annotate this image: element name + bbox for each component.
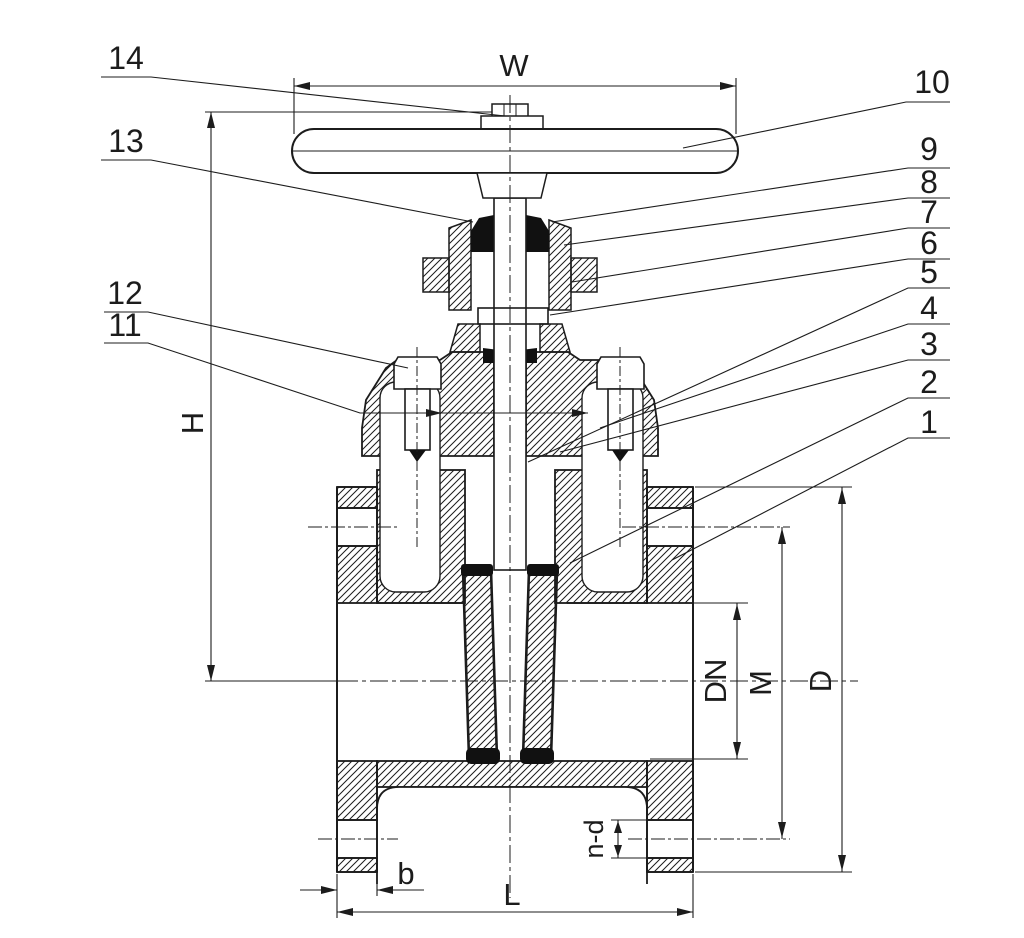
part-label-1: 1 xyxy=(920,404,938,440)
bottom-skirt-cavity xyxy=(376,786,648,884)
valve-body-group xyxy=(291,103,739,884)
gland-flange xyxy=(477,307,549,325)
leader-6 xyxy=(549,258,950,316)
part-label-11: 11 xyxy=(108,307,141,343)
leader-12 xyxy=(104,311,409,369)
seat-cap-top-left xyxy=(461,564,493,576)
leader-9 xyxy=(551,167,950,223)
right-flange-mid xyxy=(646,545,694,604)
dim-label-h: H xyxy=(175,412,210,434)
leader-8 xyxy=(563,197,950,246)
dim-label-d: D xyxy=(803,670,838,692)
part-label-2: 2 xyxy=(920,364,938,400)
left-flange-mid xyxy=(336,545,378,604)
leader-7 xyxy=(571,227,950,283)
part-label-8: 8 xyxy=(920,164,938,200)
leader-13 xyxy=(101,159,474,223)
dim-label-l: L xyxy=(503,877,520,912)
seat-cap-top-right xyxy=(527,564,559,576)
leader-11 xyxy=(104,342,588,414)
bonnet-neck-right xyxy=(539,323,571,353)
leader-4 xyxy=(599,323,950,429)
right-flange-bottom xyxy=(646,857,694,873)
part-label-9: 9 xyxy=(920,131,938,167)
packing-left xyxy=(471,215,494,252)
leader-5 xyxy=(527,287,950,463)
gland-left-column xyxy=(448,218,472,311)
leader-1 xyxy=(671,437,950,561)
dim-label-nd: n-d xyxy=(579,819,609,858)
right-flange-top xyxy=(646,486,694,509)
left-flange-bottom xyxy=(336,857,378,873)
body-bottom-wall xyxy=(376,760,648,788)
leaders-group xyxy=(101,76,950,564)
part-label-14: 14 xyxy=(108,40,144,76)
part-label-3: 3 xyxy=(920,326,938,362)
seat-cap-bottom-right xyxy=(520,748,554,764)
part-label-6: 6 xyxy=(920,225,938,261)
part-label-12: 12 xyxy=(107,275,143,311)
part-label-5: 5 xyxy=(920,254,938,290)
packing-right xyxy=(526,215,549,252)
seat-cap-bottom-left xyxy=(466,748,500,764)
gland-right-column xyxy=(548,218,572,311)
right-flange-lower xyxy=(646,760,694,821)
left-flange-top xyxy=(336,486,378,509)
part-label-10: 10 xyxy=(914,64,950,100)
centerlines-group xyxy=(205,95,858,898)
bonnet-neck-left xyxy=(449,323,481,353)
dim-label-w: W xyxy=(499,48,529,83)
leader-14 xyxy=(101,76,506,117)
leader-3 xyxy=(559,359,950,453)
leader-2 xyxy=(569,397,950,564)
dim-label-b: b xyxy=(397,856,414,891)
seat-ring-left xyxy=(461,568,499,760)
handwheel-hub-top xyxy=(480,115,544,131)
leader-10 xyxy=(682,101,950,149)
left-flange-lower xyxy=(336,760,378,821)
labels-group: 14 13 12 11 10 9 8 7 6 5 4 3 2 1 W H DN … xyxy=(107,40,950,912)
seat-ring-right xyxy=(521,568,559,760)
handwheel-hub-bottom xyxy=(476,172,548,199)
part-label-4: 4 xyxy=(920,290,938,326)
dimensions-group xyxy=(205,78,852,918)
gland-right-wing xyxy=(570,257,598,293)
part-label-13: 13 xyxy=(108,123,144,159)
gland-left-wing xyxy=(422,257,450,293)
part-label-7: 7 xyxy=(920,194,938,230)
dim-label-dn: DN xyxy=(698,659,733,704)
dim-label-m: M xyxy=(743,670,778,696)
